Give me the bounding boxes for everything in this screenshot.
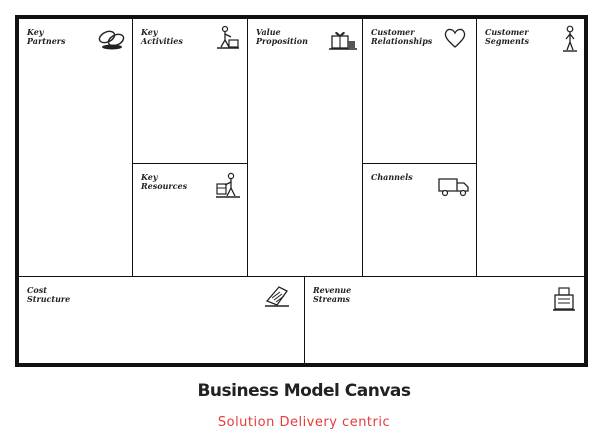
cost-structure-label: Cost Structure <box>27 285 71 304</box>
key-partners-label: Key Partners <box>27 27 66 46</box>
value-proposition-block: Value Proposition <box>247 18 363 277</box>
key-partners-block: Key Partners <box>18 18 133 277</box>
customer-segments-block: Customer Segments <box>476 18 585 277</box>
value-proposition-label: Value Proposition <box>256 27 308 46</box>
person-resource-icon <box>215 172 241 200</box>
key-resources-block: Key Resources <box>132 163 248 277</box>
customer-relationships-label: Customer Relationships <box>371 27 433 46</box>
diagram-title: Business Model Canvas <box>197 381 411 401</box>
cash-register-icon <box>551 285 577 313</box>
key-resources-label: Key Resources <box>141 172 188 191</box>
channels-label: Channels <box>371 172 413 182</box>
heart-icon <box>443 27 467 49</box>
channels-block: Channels <box>362 163 477 277</box>
customer-relationships-block: Customer Relationships <box>362 18 477 164</box>
delivery-truck-icon <box>437 174 471 198</box>
price-tag-icon <box>263 283 291 309</box>
chain-link-icon <box>97 27 127 51</box>
gift-box-icon <box>328 27 358 53</box>
revenue-streams-block: Revenue Streams <box>304 276 585 364</box>
cost-structure-block: Cost Structure <box>18 276 305 364</box>
key-activities-block: Key Activities <box>132 18 248 164</box>
worker-icon <box>215 25 241 51</box>
customer-segments-label: Customer Segments <box>485 27 530 46</box>
diagram-subtitle: Solution Delivery centric <box>217 415 391 430</box>
standing-person-icon <box>561 25 579 53</box>
business-model-canvas: Key Partners Key Activities Key Resource… <box>15 15 588 367</box>
key-activities-label: Key Activities <box>141 27 183 46</box>
revenue-streams-label: Revenue Streams <box>313 285 352 304</box>
